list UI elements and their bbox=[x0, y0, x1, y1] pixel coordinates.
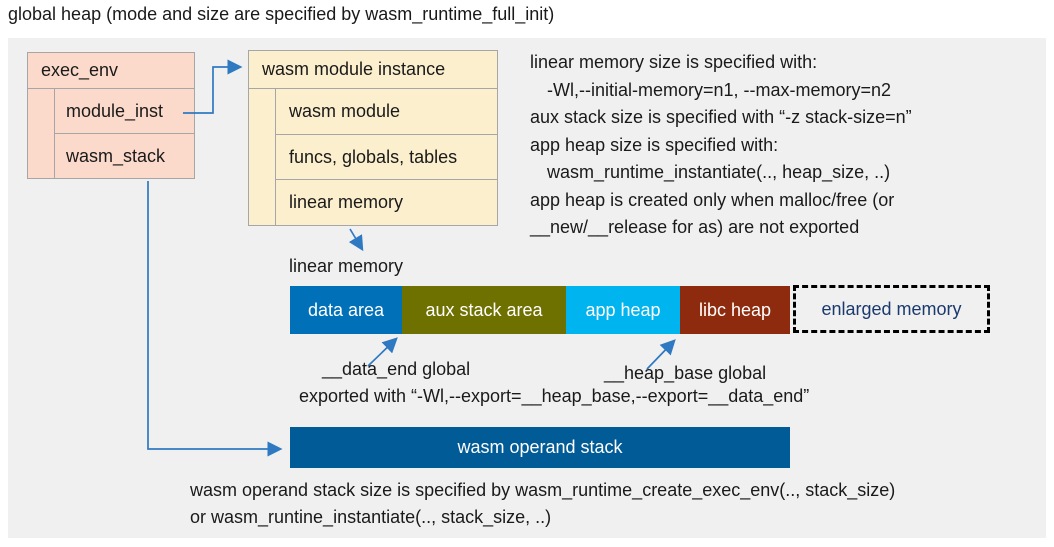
data-end-global-label: __data_end global bbox=[322, 359, 471, 379]
wasm-operand-stack-bar: wasm operand stack bbox=[290, 427, 790, 468]
module-instance-row-linear-memory: linear memory bbox=[289, 192, 404, 213]
note-line: aux stack size is specified with “-z sta… bbox=[530, 107, 912, 127]
module-instance-header: wasm module instance bbox=[249, 51, 497, 89]
note-line: -Wl,--initial-memory=n1, --max-memory=n2 bbox=[547, 79, 892, 100]
heap-base-global-label: __heap_base global bbox=[604, 363, 767, 383]
exported-with-label: exported with “-Wl,--export=__heap_base,… bbox=[299, 386, 810, 406]
module-instance-rows: wasm module funcs, globals, tables linea… bbox=[275, 89, 497, 225]
segment-enlarged-memory: enlarged memory bbox=[793, 285, 990, 333]
segment-app-heap: app heap bbox=[566, 286, 680, 334]
exec-env-row-wasm-stack: wasm_stack bbox=[66, 145, 166, 166]
note-line: app heap size is specified with: bbox=[530, 134, 779, 155]
note-line: app heap is created only when malloc/fre… bbox=[530, 189, 895, 210]
exec-env-row-module-inst: module_inst bbox=[55, 89, 194, 134]
size-notes: linear memory size is specified with: -W… bbox=[530, 49, 1042, 242]
segment-libc-heap: libc heap bbox=[680, 286, 790, 334]
module-instance-box: wasm module instance wasm module funcs, … bbox=[248, 50, 498, 226]
note-line: wasm_runtime_instantiate(.., heap_size, … bbox=[547, 162, 891, 182]
note-line: or wasm_runtine_instantiate(.., stack_si… bbox=[190, 507, 552, 527]
operand-stack-note: wasm operand stack size is specified by … bbox=[190, 477, 895, 531]
module-instance-row-funcs-globals-tables: funcs, globals, tables bbox=[276, 135, 497, 181]
linear-memory-bar: data area aux stack area app heap libc h… bbox=[290, 286, 790, 334]
module-instance-row-wasm-module: wasm module bbox=[276, 89, 497, 135]
diagram-title: global heap (mode and size are specified… bbox=[8, 4, 555, 24]
segment-data-area: data area bbox=[290, 286, 402, 334]
exec-env-header: exec_env bbox=[28, 53, 194, 89]
exec-env-rows: module_inst wasm_stack bbox=[54, 89, 194, 178]
note-line: linear memory size is specified with: bbox=[530, 52, 818, 72]
segment-aux-stack-area: aux stack area bbox=[402, 286, 566, 334]
note-line: __new/__release for as) are not exported bbox=[530, 217, 860, 237]
linear-memory-label: linear memory bbox=[289, 256, 404, 276]
note-line: wasm operand stack size is specified by … bbox=[190, 480, 896, 500]
exec-env-box: exec_env module_inst wasm_stack bbox=[27, 52, 195, 179]
